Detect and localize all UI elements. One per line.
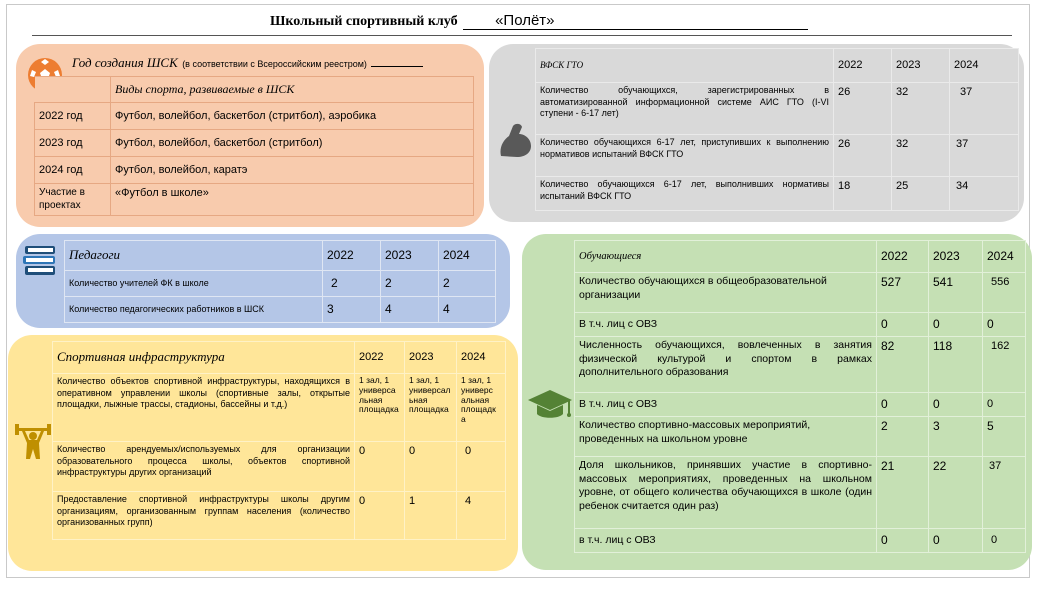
table-row: в т.ч. лиц с ОВЗ 0 0 0 [574,528,1026,553]
gto-heading: ВФСК ГТО [535,48,834,83]
table-row: Количество спортивно-массовых мероприяти… [574,416,1026,457]
infrastructure-heading: Спортивная инфраструктура [52,341,355,374]
registry-note: (в соответствии с Всероссийским реестром… [182,59,367,69]
club-title: Школьный спортивный клуб [270,14,458,29]
flexed-arm-icon [500,123,531,157]
students-panel: Обучающиеся 2022 2023 2024 Количество об… [522,234,1032,570]
table-row: В т.ч. лиц с ОВЗ 0 0 0 [574,392,1026,417]
table-row: Численность обучающихся, вовлеченных в з… [574,336,1026,393]
table-row: Доля школьников, принявших участие в спо… [574,456,1026,529]
gto-panel: ВФСК ГТО 2022 2023 2024 Количество обуча… [489,44,1024,222]
students-table: Обучающиеся 2022 2023 2024 Количество об… [574,240,1026,553]
teachers-panel: Педагоги 2022 2023 2024 Количество учите… [16,234,510,328]
title-divider [32,35,1012,36]
teachers-heading: Педагоги [64,240,323,271]
table-row: 2024 год Футбол, волейбол, каратэ [34,156,474,184]
table-row: Количество обучающихся в общеобразовател… [574,272,1026,313]
sports-table: Виды спорта, развиваемые в ШСК 2022 год … [34,76,474,216]
table-row: Количество обучающихся 6-17 лет, приступ… [535,134,1019,177]
table-row: Количество педагогических работников в Ш… [64,296,496,323]
table-row: Количество арендуемых/используемых для о… [52,441,506,492]
table-row: Количество объектов спортивной инфрастру… [52,373,506,442]
table-row: Предоставление спортивной инфраструктуры… [52,491,506,540]
weightlifter-icon [15,424,51,459]
infrastructure-table: Спортивная инфраструктура 2022 2023 2024… [52,341,506,540]
table-row: Количество обучающихся 6-17 лет, выполни… [535,176,1019,211]
table-row: 2023 год Футбол, волейбол, баскетбол (ст… [34,129,474,157]
page-title: Школьный спортивный клуб «Полёт» [270,12,809,30]
founding-year-heading: Год создания ШСК [72,55,178,70]
table-row: Участие в проектах «Футбол в школе» [34,183,474,216]
infrastructure-panel: Спортивная инфраструктура 2022 2023 2024… [8,335,518,571]
founding-year-heading-row: Год создания ШСК (в соответствии с Всеро… [72,54,424,72]
table-row: Количество обучающихся, зарегистрированн… [535,82,1019,135]
founding-year-panel: Год создания ШСК (в соответствии с Всеро… [16,44,484,227]
table-row: Количество учителей ФК в школе 2 2 2 [64,270,496,297]
teachers-table: Педагоги 2022 2023 2024 Количество учите… [64,240,496,323]
table-row: 2022 год Футбол, волейбол, баскетбол (ст… [34,102,474,130]
year-blank [371,66,424,67]
club-name: «Полёт» [463,12,809,30]
students-heading: Обучающиеся [574,240,877,273]
graduation-cap-icon [528,390,572,418]
gto-table: ВФСК ГТО 2022 2023 2024 Количество обуча… [535,48,1019,211]
table-row: В т.ч. лиц с ОВЗ 0 0 0 [574,312,1026,337]
books-icon [23,246,55,275]
sports-header: Виды спорта, развиваемые в ШСК [110,76,474,103]
